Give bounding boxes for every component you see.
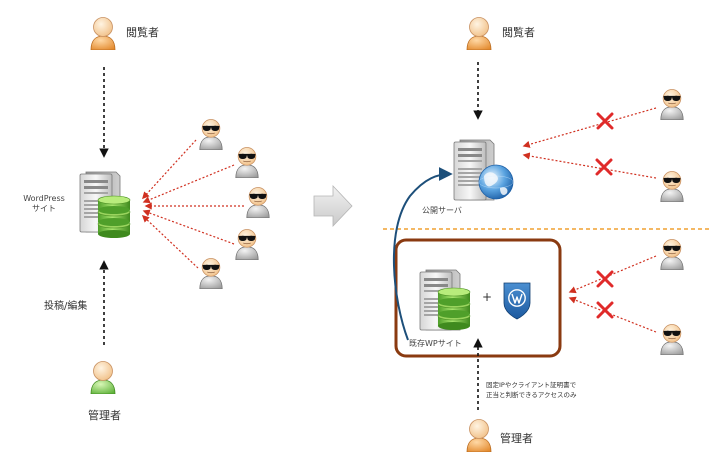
attacker-icon-left-2 (235, 147, 259, 178)
plus-sign: + (482, 290, 493, 304)
viewer-icon-right (466, 17, 492, 50)
wordpress-shield-icon (503, 282, 531, 320)
wordpress-site-label-line1: WordPress (23, 194, 65, 203)
globe-icon (478, 164, 514, 200)
wordpress-site-label-line2: サイト (32, 204, 56, 213)
public-server-group (453, 139, 514, 201)
attacker-icon-left-1 (199, 119, 223, 150)
attacker-icon-left-3 (246, 187, 270, 218)
existing-wp-site-group (419, 269, 471, 331)
blocked-attack-lines-bottom (568, 255, 657, 333)
post-edit-label: 投稿/編集 (44, 301, 88, 312)
blocked-x-icon-2 (595, 158, 613, 176)
admin-icon (90, 361, 116, 394)
arrow-right-icon (313, 184, 353, 228)
admin-icon-right (466, 419, 492, 452)
blocked-attack-lines-top (522, 107, 657, 179)
viewer-label-right: 閲覧者 (502, 26, 535, 39)
deploy-arrow (392, 167, 453, 341)
existing-wp-site-label: 既存WPサイト (409, 339, 462, 348)
access-note-line1: 固定IPやクライアント証明書で (486, 381, 577, 389)
attack-lines-left (141, 139, 244, 269)
attacker-icon-right-4 (660, 324, 684, 355)
blocked-x-icon-1 (596, 112, 614, 130)
attacker-icon-right-1 (660, 89, 684, 120)
viewer-icon (90, 17, 116, 50)
wordpress-site-label: WordPress サイト (14, 194, 74, 214)
wordpress-site-group (79, 171, 131, 238)
attacker-icon-left-5 (199, 258, 223, 289)
attacker-icon-right-3 (660, 239, 684, 270)
admin-label-right: 管理者 (500, 432, 533, 445)
database-icon-existing (437, 287, 471, 330)
attacker-icon-right-2 (660, 171, 684, 202)
database-icon (97, 195, 131, 238)
access-note-line2: 正当と判断できるアクセスのみ (486, 391, 577, 399)
viewer-label: 閲覧者 (126, 26, 159, 39)
admin-label: 管理者 (88, 409, 121, 422)
attacker-icon-left-4 (235, 229, 259, 260)
public-server-label: 公開サーバ (422, 206, 462, 215)
access-note: 固定IPやクライアント証明書で 正当と判断できるアクセスのみ (486, 380, 616, 400)
